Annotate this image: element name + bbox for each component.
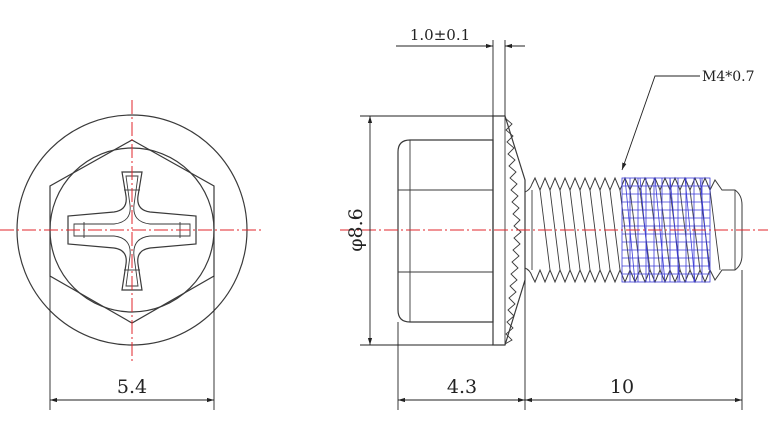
- side-view: φ8.6 1.0±0.1 M4*0.7 4.3 10: [340, 26, 768, 410]
- thread-callout-leader: [621, 75, 700, 171]
- dim-head-length: 4.3: [447, 376, 477, 398]
- front-view: 5.4: [0, 100, 262, 410]
- dim-hex-across-flats: 5.4: [117, 376, 147, 398]
- hex-head-body: [397, 139, 494, 323]
- dim-shank-length: 10: [610, 376, 634, 398]
- dim-flange-thickness: 1.0±0.1: [410, 26, 470, 44]
- dim-flange-diameter: φ8.6: [345, 208, 367, 252]
- thread-callout: M4*0.7: [702, 69, 755, 85]
